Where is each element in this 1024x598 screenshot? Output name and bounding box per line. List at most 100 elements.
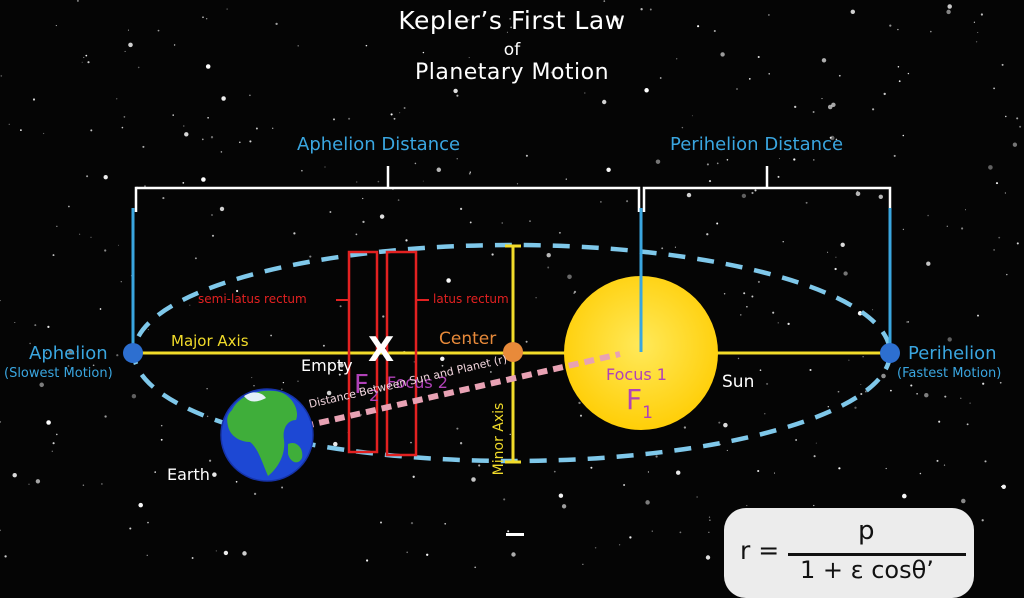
star — [297, 380, 299, 382]
star — [474, 566, 477, 569]
star — [827, 251, 829, 253]
star — [201, 138, 204, 141]
star — [794, 105, 797, 109]
star — [68, 349, 73, 354]
star — [46, 420, 51, 425]
star — [675, 470, 681, 475]
star — [428, 145, 431, 148]
perihelion-bracket — [642, 186, 892, 212]
star — [220, 151, 223, 153]
star — [759, 369, 762, 372]
star — [773, 472, 776, 474]
star — [973, 21, 976, 23]
aphelion-bracket — [134, 186, 641, 212]
star — [561, 504, 567, 509]
star — [414, 162, 417, 165]
star — [272, 127, 274, 129]
sun-label: Sun — [722, 372, 755, 392]
star — [843, 271, 848, 276]
star — [706, 233, 709, 236]
star — [68, 205, 70, 208]
star — [757, 280, 760, 283]
star — [362, 220, 365, 224]
star — [469, 221, 472, 224]
star — [182, 182, 185, 184]
f1-symbol: F1 — [626, 383, 653, 423]
star — [872, 309, 874, 311]
star — [946, 225, 948, 227]
star — [961, 227, 964, 230]
star — [509, 18, 511, 20]
star — [837, 390, 840, 393]
star — [238, 141, 241, 144]
star — [645, 500, 650, 505]
star — [147, 521, 149, 524]
star — [221, 96, 226, 101]
star — [618, 544, 621, 546]
star — [878, 194, 884, 200]
star — [121, 126, 124, 129]
star — [558, 493, 564, 498]
star — [766, 382, 769, 385]
star — [322, 344, 325, 347]
star — [47, 325, 50, 329]
star — [444, 522, 447, 525]
star — [412, 475, 415, 478]
star — [1006, 273, 1008, 276]
perihelion-note: (Fastest Motion) — [897, 366, 1002, 381]
star — [813, 504, 815, 507]
star — [131, 394, 137, 399]
star — [1016, 117, 1019, 120]
star — [741, 193, 747, 199]
star — [210, 136, 214, 139]
star — [600, 201, 602, 203]
star — [988, 165, 993, 170]
star — [550, 71, 553, 74]
star — [339, 305, 342, 308]
star — [120, 281, 122, 283]
star — [910, 384, 913, 387]
starfield — [0, 0, 1022, 571]
star — [835, 256, 837, 258]
star — [946, 9, 951, 15]
star — [189, 304, 191, 306]
star — [55, 25, 57, 27]
star — [916, 393, 918, 395]
star — [778, 158, 780, 160]
star — [399, 112, 401, 114]
star — [297, 45, 299, 47]
star — [995, 182, 999, 185]
star — [751, 295, 754, 298]
semi-latus-rectum-label: semi-latus rectum — [198, 292, 307, 306]
star — [655, 455, 658, 458]
aphelion-distance-label: Aphelion Distance — [297, 134, 461, 155]
star — [1012, 142, 1018, 147]
star — [157, 29, 160, 32]
star — [651, 530, 653, 532]
star — [208, 459, 212, 462]
star — [251, 377, 253, 379]
star — [573, 290, 577, 294]
star — [626, 200, 629, 203]
star — [1001, 63, 1004, 66]
star — [629, 536, 632, 539]
star — [116, 354, 119, 357]
empty-focus-x-mark: X — [368, 330, 395, 370]
star — [961, 498, 966, 504]
semi-latus-rectum-box — [347, 250, 379, 454]
star — [0, 300, 1, 302]
star — [160, 424, 163, 427]
star — [830, 135, 835, 141]
star — [872, 108, 875, 111]
star — [809, 368, 812, 372]
star — [736, 88, 738, 90]
star — [777, 175, 780, 178]
star — [393, 117, 396, 120]
star — [754, 189, 757, 192]
star — [360, 414, 363, 416]
orbit-equation-box: r = p 1 + ε cosθ’ — [724, 508, 974, 598]
star — [101, 483, 103, 485]
star — [478, 464, 481, 467]
star — [965, 209, 966, 211]
star — [558, 231, 561, 234]
